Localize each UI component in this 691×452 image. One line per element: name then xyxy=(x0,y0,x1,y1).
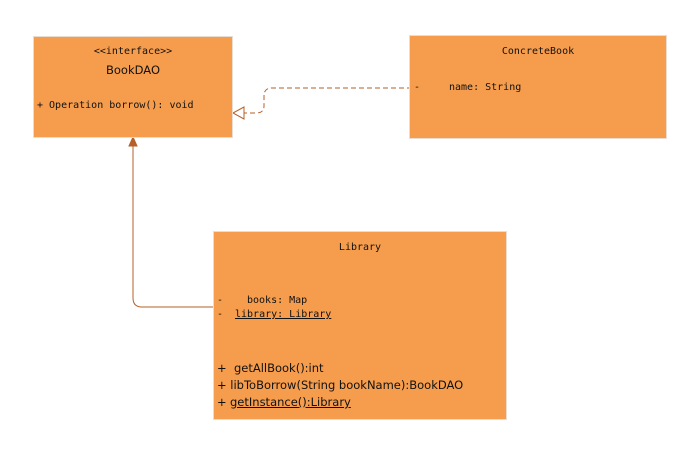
realization-arrowhead xyxy=(231,106,245,120)
realization-line xyxy=(244,87,420,114)
library-name: Library xyxy=(338,242,382,253)
library-class-box[interactable]: Library - books: Map - library: Library … xyxy=(213,231,507,420)
library-op-libtoborrow: + libToBorrow(String bookName):BookDAO xyxy=(217,378,464,392)
concretebook-attr-visibility: - xyxy=(414,82,421,93)
concretebook-name: ConcreteBook xyxy=(501,46,575,57)
bookdao-class-box[interactable]: <<interface>> BookDAO + Operation borrow… xyxy=(33,36,233,138)
library-attr-library: library: Library xyxy=(235,309,332,320)
library-attr-visibility: - xyxy=(217,295,224,306)
library-attr-books: books: Map xyxy=(247,295,308,306)
association-arrowhead xyxy=(128,135,138,147)
library-op-visibility: + xyxy=(217,395,227,409)
library-op-getallbook: + getAllBook():int xyxy=(217,361,324,375)
library-op-getinstance: getInstance():Library xyxy=(230,395,351,409)
bookdao-operation: + Operation borrow(): void xyxy=(37,100,194,111)
bookdao-stereotype: <<interface>> xyxy=(93,46,173,57)
bookdao-name: BookDAO xyxy=(106,63,160,77)
concretebook-attr-name: name: String xyxy=(449,82,522,93)
concretebook-class-box[interactable]: ConcreteBook - name: String xyxy=(409,35,667,139)
library-attr-visibility: - xyxy=(217,309,224,320)
association-line xyxy=(132,146,213,308)
